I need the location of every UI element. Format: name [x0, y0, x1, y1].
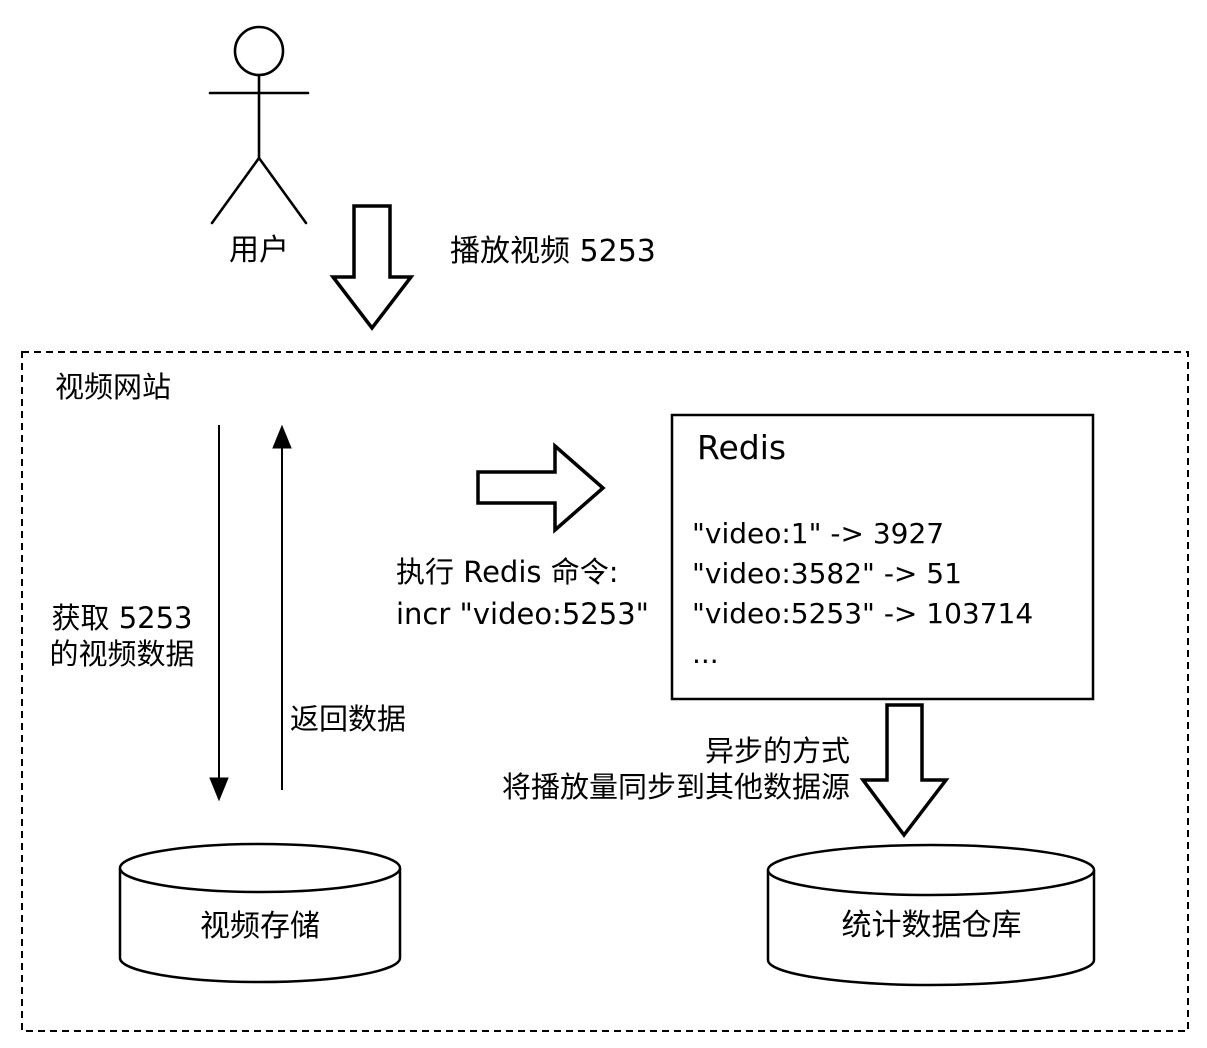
- video-storage-label: 视频存储: [200, 909, 320, 944]
- user-stick-figure-icon: [208, 25, 310, 225]
- redis-box: [670, 413, 1095, 701]
- redis-title: Redis: [697, 428, 787, 467]
- user-label: 用户: [229, 233, 289, 268]
- fetch-arrow-icon: [209, 425, 229, 802]
- fetch-data-label-line1: 获取 5253: [51, 601, 193, 635]
- exec-redis-command-line2: incr "video:5253": [396, 597, 649, 631]
- video-site-dashed-container: [21, 351, 1189, 1032]
- async-sync-label: 异步的方式 将播放量同步到其他数据源: [502, 733, 850, 805]
- fetch-data-label-line2: 的视频数据: [49, 637, 195, 671]
- stats-store-cylinder-icon: [766, 843, 1096, 987]
- play-block-arrow-icon: [329, 204, 415, 331]
- async-sync-label-line1: 异步的方式: [704, 734, 850, 768]
- exec-block-arrow-icon: [476, 442, 606, 534]
- video-site-label: 视频网站: [55, 370, 172, 404]
- stats-warehouse-label: 统计数据仓库: [841, 908, 1022, 943]
- exec-redis-command-label: 执行 Redis 命令: incr "video:5253": [396, 551, 649, 635]
- redis-entry: "video:5253" -> 103714: [692, 597, 1034, 630]
- async-block-arrow-icon: [859, 703, 950, 838]
- redis-entry: "video:3582" -> 51: [692, 557, 962, 590]
- exec-redis-command-line1: 执行 Redis 命令:: [396, 555, 619, 589]
- redis-entries: "video:1" -> 3927 "video:3582" -> 51 "vi…: [692, 514, 1033, 674]
- async-sync-label-line2: 将播放量同步到其他数据源: [501, 770, 850, 804]
- fetch-data-label: 获取 5253 的视频数据: [36, 600, 208, 672]
- video-store-cylinder-icon: [118, 842, 402, 984]
- return-arrow-icon: [272, 424, 292, 790]
- return-data-label: 返回数据: [290, 702, 407, 736]
- play-video-label: 播放视频 5253: [450, 234, 656, 269]
- redis-entry: ...: [692, 637, 719, 670]
- redis-entry: "video:1" -> 3927: [692, 517, 945, 550]
